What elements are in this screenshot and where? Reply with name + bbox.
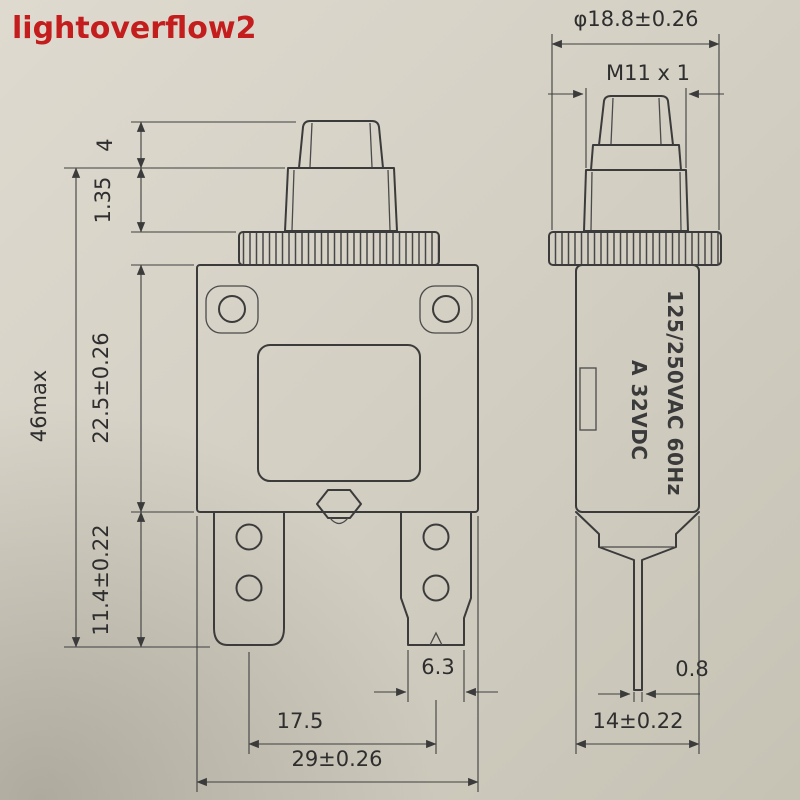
terminal-left	[213, 511, 285, 646]
dim-label-cap-height: 4	[93, 138, 117, 151]
button-cap-detail	[658, 97, 662, 145]
button-cap-detail	[610, 97, 614, 145]
mount-ear-left	[205, 285, 259, 334]
mount-hole-right	[432, 295, 460, 323]
bushing-detail	[679, 171, 682, 231]
button-cap-detail	[309, 122, 313, 168]
front-view	[196, 120, 479, 646]
dim-label-bushing-height: 1.35	[91, 177, 115, 224]
terminal-right-notch	[429, 631, 443, 646]
dim-label-body-height: 22.5±0.26	[89, 332, 113, 443]
side-slot-detail	[579, 367, 597, 431]
dim-label-overall-height: 46max	[27, 370, 51, 442]
label-panel	[257, 344, 421, 482]
body-outline	[575, 264, 700, 513]
rating-text-line1: 125/250VAC 60Hz	[663, 290, 687, 496]
dim-label-body-width: 29±0.26	[291, 747, 382, 771]
dim-label-top-diameter: φ18.8±0.26	[574, 7, 699, 31]
rating-text-line2: A 32VDC	[627, 360, 651, 461]
dim-label-terminal-spacing: 17.5	[277, 709, 324, 733]
terminal-right	[400, 511, 472, 646]
button-cap-outline	[598, 95, 674, 146]
dim-label-thread: M11 x 1	[606, 61, 690, 85]
body-outline	[196, 264, 479, 513]
knurled-nut	[238, 231, 440, 266]
dim-label-tab-width: 6.3	[421, 655, 454, 679]
watermark: lightoverflow2	[12, 11, 256, 46]
dim-label-side-width: 14±0.22	[592, 709, 683, 733]
dimension-annotations: φ18.8±0.26 M11 x 1 4 1.35 22.5±0.26 11.4…	[27, 7, 724, 792]
side-view: 125/250VAC 60Hz A 32VDC	[548, 95, 722, 691]
dim-label-terminal-length: 11.4±0.22	[89, 524, 113, 635]
terminal-left-hole-1	[235, 523, 263, 551]
terminal-right-hole-2	[422, 574, 450, 602]
dim-label-pin-thickness: 0.8	[675, 657, 708, 681]
terminal-right-hole-1	[422, 523, 450, 551]
button-cap-outline	[298, 120, 384, 169]
bushing-detail	[291, 169, 295, 231]
mount-ear-right	[419, 285, 473, 334]
bottom-taper-and-pin	[575, 511, 700, 691]
button-cap-detail	[369, 122, 373, 168]
knurled-nut	[548, 231, 722, 266]
terminal-left-hole-2	[235, 574, 263, 602]
bushing-detail	[387, 169, 391, 231]
mount-hole-left	[218, 295, 246, 323]
hex-nut-arc	[329, 517, 349, 525]
hex-nut-detail	[316, 489, 362, 519]
bushing-detail	[590, 171, 593, 231]
